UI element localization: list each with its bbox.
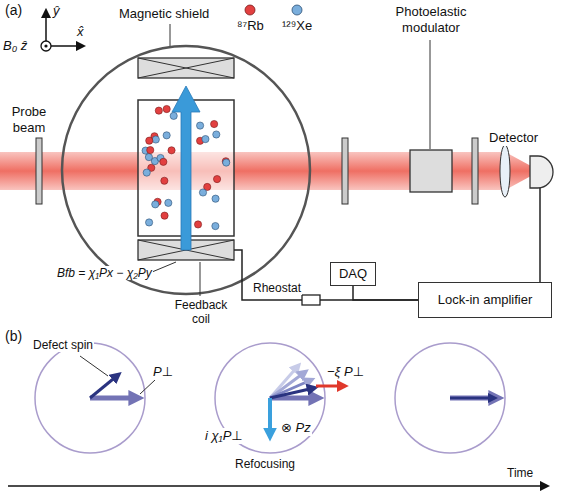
xe-atom [170, 112, 177, 119]
xe-atom [146, 219, 153, 226]
box-label: Lock-in amplifier [438, 292, 533, 308]
xe-atom [165, 199, 172, 206]
xe-atom [145, 154, 152, 161]
label: (a) [4, 2, 23, 19]
leader-line [170, 24, 171, 46]
z-axis-symbol [41, 41, 51, 51]
magnetic-shield [62, 46, 310, 294]
label: B₀ ẑ [2, 38, 28, 54]
leader-line [80, 356, 108, 376]
polarizer [36, 138, 42, 204]
leader-line [200, 262, 201, 296]
lens [500, 145, 510, 197]
leader-line [140, 380, 155, 394]
label: ŷ [52, 3, 61, 19]
box-label: DAQ [339, 266, 367, 282]
label: ⁸⁷Rb [236, 18, 265, 34]
defect-spin-arrow [270, 388, 314, 398]
rb-atom [168, 147, 175, 154]
time-axis [8, 485, 548, 487]
instrument-box: DAQ [330, 262, 376, 286]
damping-arrow [316, 385, 344, 388]
label: Feedback coil [165, 298, 237, 327]
rheostat-symbol [302, 295, 320, 305]
rb-atom [146, 137, 153, 144]
xe-atom [152, 136, 159, 143]
leader-line [430, 40, 431, 149]
xe-atom [213, 131, 220, 138]
rb-atom [194, 221, 201, 228]
instrument-box: Lock-in amplifier [418, 282, 552, 318]
xe-atom [152, 201, 159, 208]
rb-atom [213, 175, 220, 182]
rb-atom [160, 158, 167, 165]
label: x̂ [76, 24, 85, 40]
label: Magnetic shield [118, 6, 210, 22]
analyzer [472, 138, 478, 204]
label: ¹²⁹Xe [281, 18, 313, 34]
label: Bfb = χ₁Px − χ₂Py [56, 266, 153, 280]
polarization-arrow [90, 396, 138, 401]
xe-atom-key [292, 5, 302, 15]
signal-wire [353, 286, 418, 300]
label: Rheostat [252, 281, 302, 295]
rb-atom [155, 107, 162, 114]
wave-plate [342, 138, 348, 204]
label: −ξ P⊥ [326, 364, 365, 380]
label: Refocusing [234, 457, 296, 471]
spin-circle [395, 343, 505, 453]
z-axis-dot [44, 44, 47, 47]
rb-atom [161, 177, 168, 184]
label: (b) [4, 328, 23, 345]
label: Photoelastic modulator [380, 4, 482, 35]
xe-atom [223, 159, 230, 166]
rb-atom [161, 212, 168, 219]
coil-cross [138, 58, 234, 78]
leader-line [152, 262, 176, 272]
feedback-arrow [268, 398, 272, 436]
detector-wire [539, 188, 541, 282]
label: P⊥ [152, 364, 174, 380]
label: Probe beam [2, 104, 56, 135]
label: Detector [488, 130, 539, 146]
label: Time [506, 466, 534, 480]
defect-spin-arrow [450, 397, 494, 400]
label: ⊗ Pz [280, 420, 312, 436]
polarization-arrow [450, 396, 498, 401]
detector-symbol [530, 156, 553, 188]
xe-atom [163, 132, 170, 139]
coil-wire [234, 250, 418, 300]
xe-atom [143, 169, 150, 176]
rb-atom [211, 120, 218, 127]
rb-atom [147, 147, 154, 154]
defect-spin-arrow [90, 375, 118, 398]
x-axis [46, 45, 84, 47]
spin-circle [35, 343, 145, 453]
label: Defect spin [32, 338, 94, 352]
rb-atom-key [245, 5, 255, 15]
coil-box [138, 58, 234, 78]
rb-atom [163, 105, 170, 112]
xe-atom [199, 189, 206, 196]
feedback-coil-top [138, 58, 234, 78]
feedback-field-arrow [172, 86, 200, 250]
xe-atom [212, 195, 219, 202]
xe-atom [202, 135, 209, 142]
photoelastic-modulator [410, 150, 452, 192]
label: i χ₁P⊥ [204, 428, 244, 444]
xe-atom [197, 122, 204, 129]
xe-atom [212, 222, 219, 229]
